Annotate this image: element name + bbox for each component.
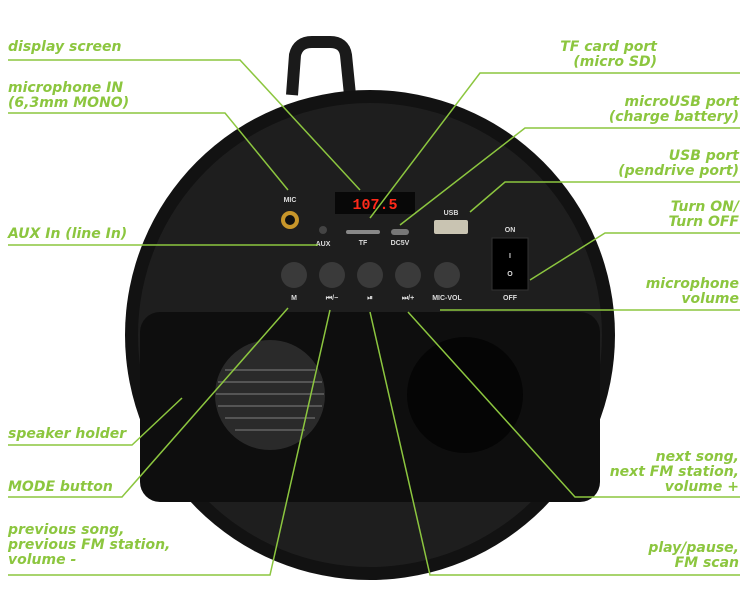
label-previous: previous song, previous FM station, volu… xyxy=(8,522,171,568)
label-mic-in: microphone IN (6,3mm MONO) xyxy=(8,80,130,111)
svg-text:⏮/−: ⏮/− xyxy=(326,295,338,302)
svg-text:M: M xyxy=(291,295,297,302)
usb-port xyxy=(434,220,468,234)
svg-text:⏭/+: ⏭/+ xyxy=(402,295,414,302)
mic-port-label: MIC xyxy=(284,197,297,204)
leader-lines xyxy=(8,59,740,576)
svg-text:TF: TF xyxy=(359,240,368,247)
svg-text:OFF: OFF xyxy=(503,295,518,302)
label-tf-card: TF card port (micro SD) xyxy=(560,39,657,70)
mic-holder xyxy=(407,337,523,453)
speaker-holder-frame xyxy=(140,312,600,502)
carry-handle xyxy=(286,36,356,96)
tf-slot xyxy=(346,230,380,234)
label-speaker-holder: speaker holder xyxy=(8,426,127,442)
prev-button[interactable] xyxy=(319,262,345,288)
power-switch xyxy=(491,237,529,291)
control-buttons: M ⏮/− ⏯ ⏭/+ MIC-VOL xyxy=(281,262,462,302)
label-usb-port: USB port (pendrive port) xyxy=(618,148,739,179)
svg-text:I: I xyxy=(509,253,511,260)
aux-jack xyxy=(319,226,327,234)
label-turn-on: Turn ON/ Turn OFF xyxy=(668,199,740,230)
micro-usb-port xyxy=(391,229,409,235)
label-mic-volume: microphone volume xyxy=(645,276,739,307)
label-aux-in: AUX In (line In) xyxy=(8,226,128,242)
svg-text:DC5V: DC5V xyxy=(391,240,410,247)
svg-text:USB: USB xyxy=(444,210,459,217)
svg-text:ON: ON xyxy=(505,227,516,234)
label-display-screen: display screen xyxy=(8,39,122,55)
display-readout: 107.5 xyxy=(352,197,397,214)
mic-vol-button[interactable] xyxy=(434,262,460,288)
label-next: next song, next FM station, volume + xyxy=(609,449,739,495)
mode-button[interactable] xyxy=(281,262,307,288)
play-pause-button[interactable] xyxy=(357,262,383,288)
svg-text:MIC-VOL: MIC-VOL xyxy=(432,295,462,302)
svg-text:O: O xyxy=(507,271,513,278)
label-play-pause: play/pause, FM scan xyxy=(648,540,739,571)
svg-text:⏯: ⏯ xyxy=(367,295,373,302)
label-mode-button: MODE button xyxy=(8,479,113,495)
next-button[interactable] xyxy=(395,262,421,288)
svg-text:AUX: AUX xyxy=(316,241,331,248)
label-micro-usb: microUSB port (charge battery) xyxy=(608,94,739,125)
